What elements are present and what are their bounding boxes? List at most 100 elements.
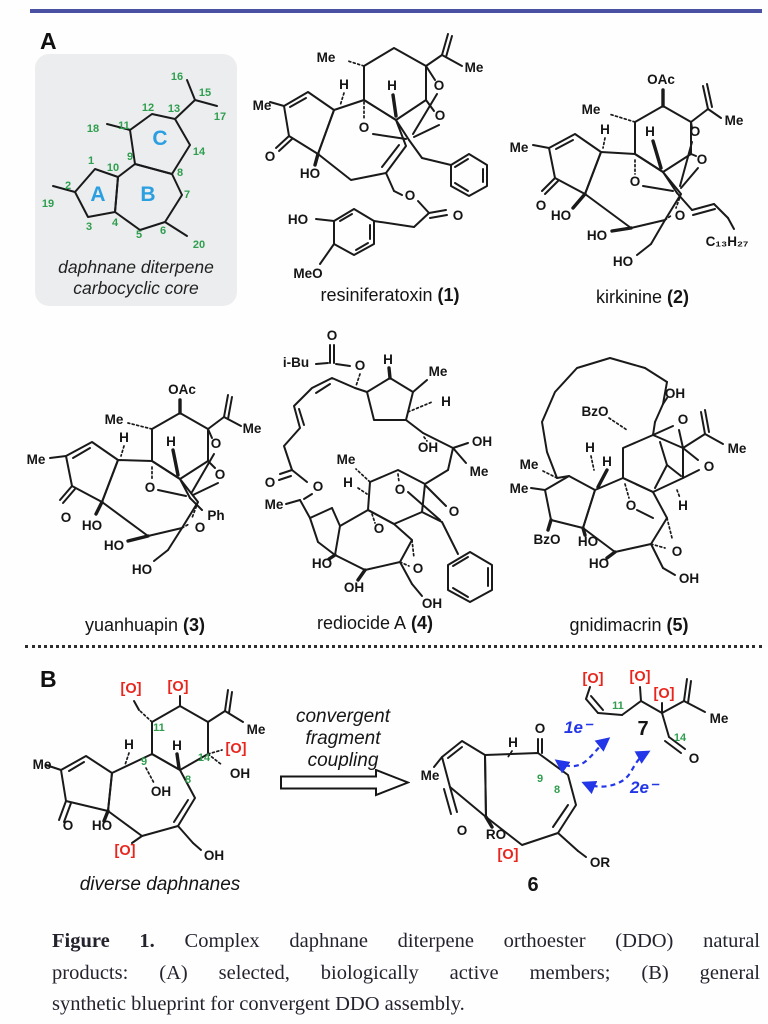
core-num: 6 [160, 225, 166, 237]
caption-line-3: synthetic blueprint for convergent DDO a… [52, 993, 465, 1015]
carbocyclic-core-box: 1 2 3 4 5 6 7 8 9 10 11 12 13 14 15 16 1… [35, 54, 237, 306]
oxidation-label: [O] [498, 847, 519, 863]
kirkinine-bonds [532, 83, 735, 256]
panel-a-label: A [40, 28, 57, 54]
panel-divider [25, 645, 762, 648]
structure-6-number: 6 [527, 874, 538, 896]
core-num: 11 [118, 120, 130, 132]
atom-label: OH [344, 580, 364, 595]
oxidation-label: [O] [121, 681, 142, 697]
core-num: 15 [199, 87, 211, 99]
one-electron-arrow [554, 737, 611, 774]
atom-label: C₁₃H₂₇ [706, 234, 749, 249]
atom-label: HO [578, 534, 598, 549]
atom-label: BzO [534, 532, 561, 547]
gnidimacrin-bonds [530, 357, 724, 576]
atom-label: O [678, 412, 689, 427]
atom-label: H [678, 498, 688, 513]
diverse-daphnanes-labels: [O] [O] [O] [O] 11 9 14 8 Me H H Me OH O… [33, 679, 266, 863]
atom-label: O [626, 498, 637, 513]
two-electron-label: 2e⁻ [629, 778, 660, 797]
core-num: 18 [87, 123, 99, 135]
position-number: 14 [674, 732, 687, 744]
right-block-arrow [280, 769, 410, 797]
compound-5-name: gnidimacrin(5) [569, 615, 689, 635]
atom-label: BzO [582, 404, 609, 419]
one-electron-label: 1e⁻ [564, 718, 594, 737]
atom-label: Me [243, 421, 262, 436]
structure6-bonds [433, 738, 587, 858]
atom-label: Me [710, 711, 729, 726]
kirkinine-structure: OAc Me Me Me H H O O O O HO HO HO O C₁₃H… [510, 72, 749, 269]
atom-label: O [435, 108, 446, 123]
fragment7-bonds [585, 678, 706, 754]
atom-label: OAc [647, 72, 675, 87]
rediocide-bonds [278, 344, 493, 603]
atom-label: O [405, 188, 416, 203]
position-number: 8 [554, 784, 560, 796]
position-number: 11 [153, 722, 165, 734]
atom-label: H [600, 122, 610, 137]
atom-label: O [63, 818, 74, 833]
caption-figure-number: Figure 1. [52, 930, 155, 952]
diverse-daphnanes-bonds [45, 689, 244, 851]
atom-label: Me [470, 464, 489, 479]
atom-label: H [585, 440, 595, 455]
position-number: 9 [141, 756, 147, 768]
electron-transfer-arrows [554, 737, 651, 795]
atom-label: O [211, 436, 222, 451]
atom-label: Me [728, 441, 747, 456]
yuanhuapin-bonds [49, 394, 242, 562]
atom-label: H [383, 352, 393, 367]
atom-label: OR [590, 855, 611, 870]
atom-label: Me [265, 497, 284, 512]
caption-text: Complex daphnane diterpene orthoester (D… [184, 930, 761, 952]
atom-label: O [355, 358, 366, 373]
atom-label: HO [132, 562, 152, 577]
arrow-text-line: coupling [307, 750, 379, 771]
atom-label: OH [422, 596, 442, 611]
atom-label: HO [82, 518, 102, 533]
atom-label: Ph [207, 508, 224, 523]
atom-label: H [343, 475, 353, 490]
core-num: 19 [42, 198, 54, 210]
diverse-daphnanes-caption: diverse daphnanes [79, 874, 241, 895]
core-num: 3 [86, 221, 92, 233]
top-rule [30, 9, 762, 13]
atom-label: OAc [168, 382, 196, 397]
oxidation-label: [O] [654, 686, 675, 702]
atom-label: HO [288, 212, 308, 227]
atom-label: HO [613, 254, 633, 269]
atom-label: H [645, 124, 655, 139]
atom-label: Me [725, 113, 744, 128]
atom-label: HO [587, 228, 607, 243]
position-number: 11 [612, 700, 624, 712]
atom-label: O [690, 124, 701, 139]
blueprint-labels: [O] [O] [O] 11 14 Me O 7 O H Me O RO OR … [421, 669, 729, 896]
core-num: 5 [136, 229, 142, 241]
atom-label: H [508, 735, 518, 750]
caption-line-2: products: (A) selected, biologically act… [52, 961, 760, 984]
atom-label: OH [230, 766, 250, 781]
core-num: 7 [184, 189, 190, 201]
oxidation-label: [O] [168, 679, 189, 695]
position-number: 9 [537, 773, 543, 785]
core-num: 2 [65, 180, 71, 192]
atom-label: O [697, 152, 708, 167]
oxidation-label: [O] [583, 671, 604, 687]
arrow-text-line: fragment [305, 728, 381, 749]
atom-label: Me [33, 757, 52, 772]
atom-label: Me [27, 452, 46, 467]
core-num: 13 [168, 103, 180, 115]
atom-label: O [535, 721, 546, 736]
yuanhuapin-structure: OAc Me Me Me H H O O O O HO HO HO O Ph [27, 382, 262, 577]
atom-label: Me [421, 768, 440, 783]
core-num: 1 [88, 155, 94, 167]
atom-label: O [536, 198, 547, 213]
atom-label: OH [151, 784, 171, 799]
atom-label: HO [589, 556, 609, 571]
atom-label: O [453, 208, 464, 223]
atom-label: O [359, 120, 370, 135]
atom-label: O [265, 149, 276, 164]
